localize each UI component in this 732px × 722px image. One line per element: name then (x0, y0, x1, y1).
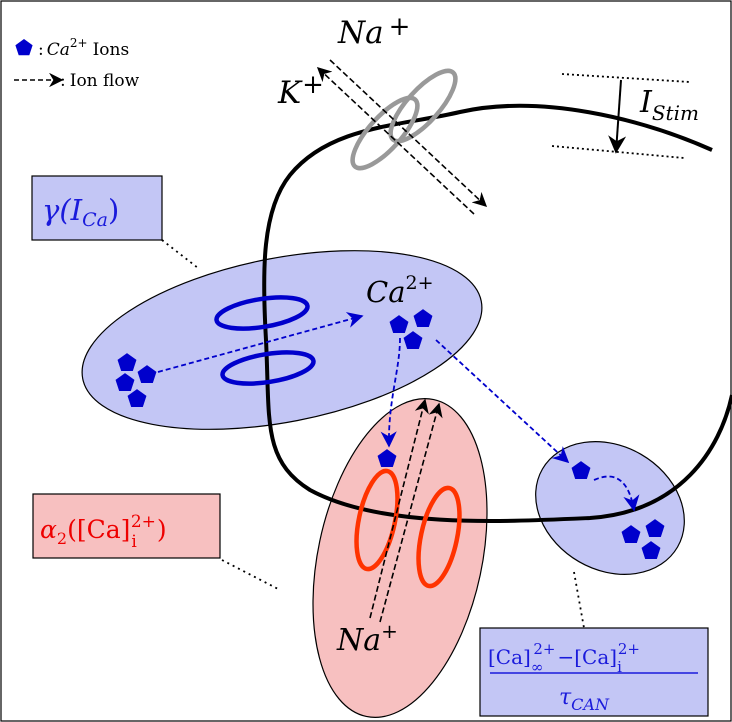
gamma-connector (161, 239, 199, 269)
gamma-label: γ(ICa) (42, 193, 119, 231)
ca-channel-lower (220, 350, 316, 386)
can-compartment (535, 441, 685, 575)
k-top-label: K+ (277, 70, 324, 111)
stim-upper-bound (561, 73, 691, 83)
calcium-label: Ca2+ (366, 272, 434, 309)
ca-to-can-arrow (435, 339, 570, 464)
gamma-box (31, 175, 163, 241)
stim-label: IStim (639, 85, 699, 125)
na-top-label: Na+ (337, 12, 410, 51)
ca-channel-upper (214, 295, 310, 331)
stim-arrow (608, 79, 627, 154)
ca-to-alpha-arrow (380, 337, 401, 448)
na-bottom-label: Na+ (336, 619, 398, 658)
na-k-channel-left (350, 95, 420, 171)
na-influx-arrow-2 (379, 402, 443, 623)
legend-ion-icon (15, 39, 33, 56)
legend-flow-text: :Ion flow (60, 71, 140, 91)
ca-can-decay-arrow (593, 475, 640, 512)
can-channel-right (416, 485, 462, 589)
stim-lower-bound (551, 145, 685, 159)
cell-membrane (262, 103, 732, 523)
tau-connector (573, 571, 585, 629)
alpha-box (32, 493, 221, 559)
legend: :Ca2+Ions :Ion flow (14, 36, 140, 91)
tau-numerator: [Ca]∞2+−[Ca]i2+ (488, 640, 640, 676)
ca-influx-arrow (157, 312, 364, 373)
legend-ion-text: :Ca2+Ions (38, 36, 129, 60)
can-channel-left (354, 468, 400, 572)
alpha-connector (221, 559, 281, 591)
tau-box (479, 627, 709, 717)
alpha-compartment (312, 398, 488, 718)
tau-denominator: τCAN (559, 685, 610, 714)
na-k-channel-right (388, 68, 458, 144)
na-influx-arrow-1 (369, 398, 429, 619)
alpha-label: α2([Ca]i2+) (40, 512, 167, 552)
